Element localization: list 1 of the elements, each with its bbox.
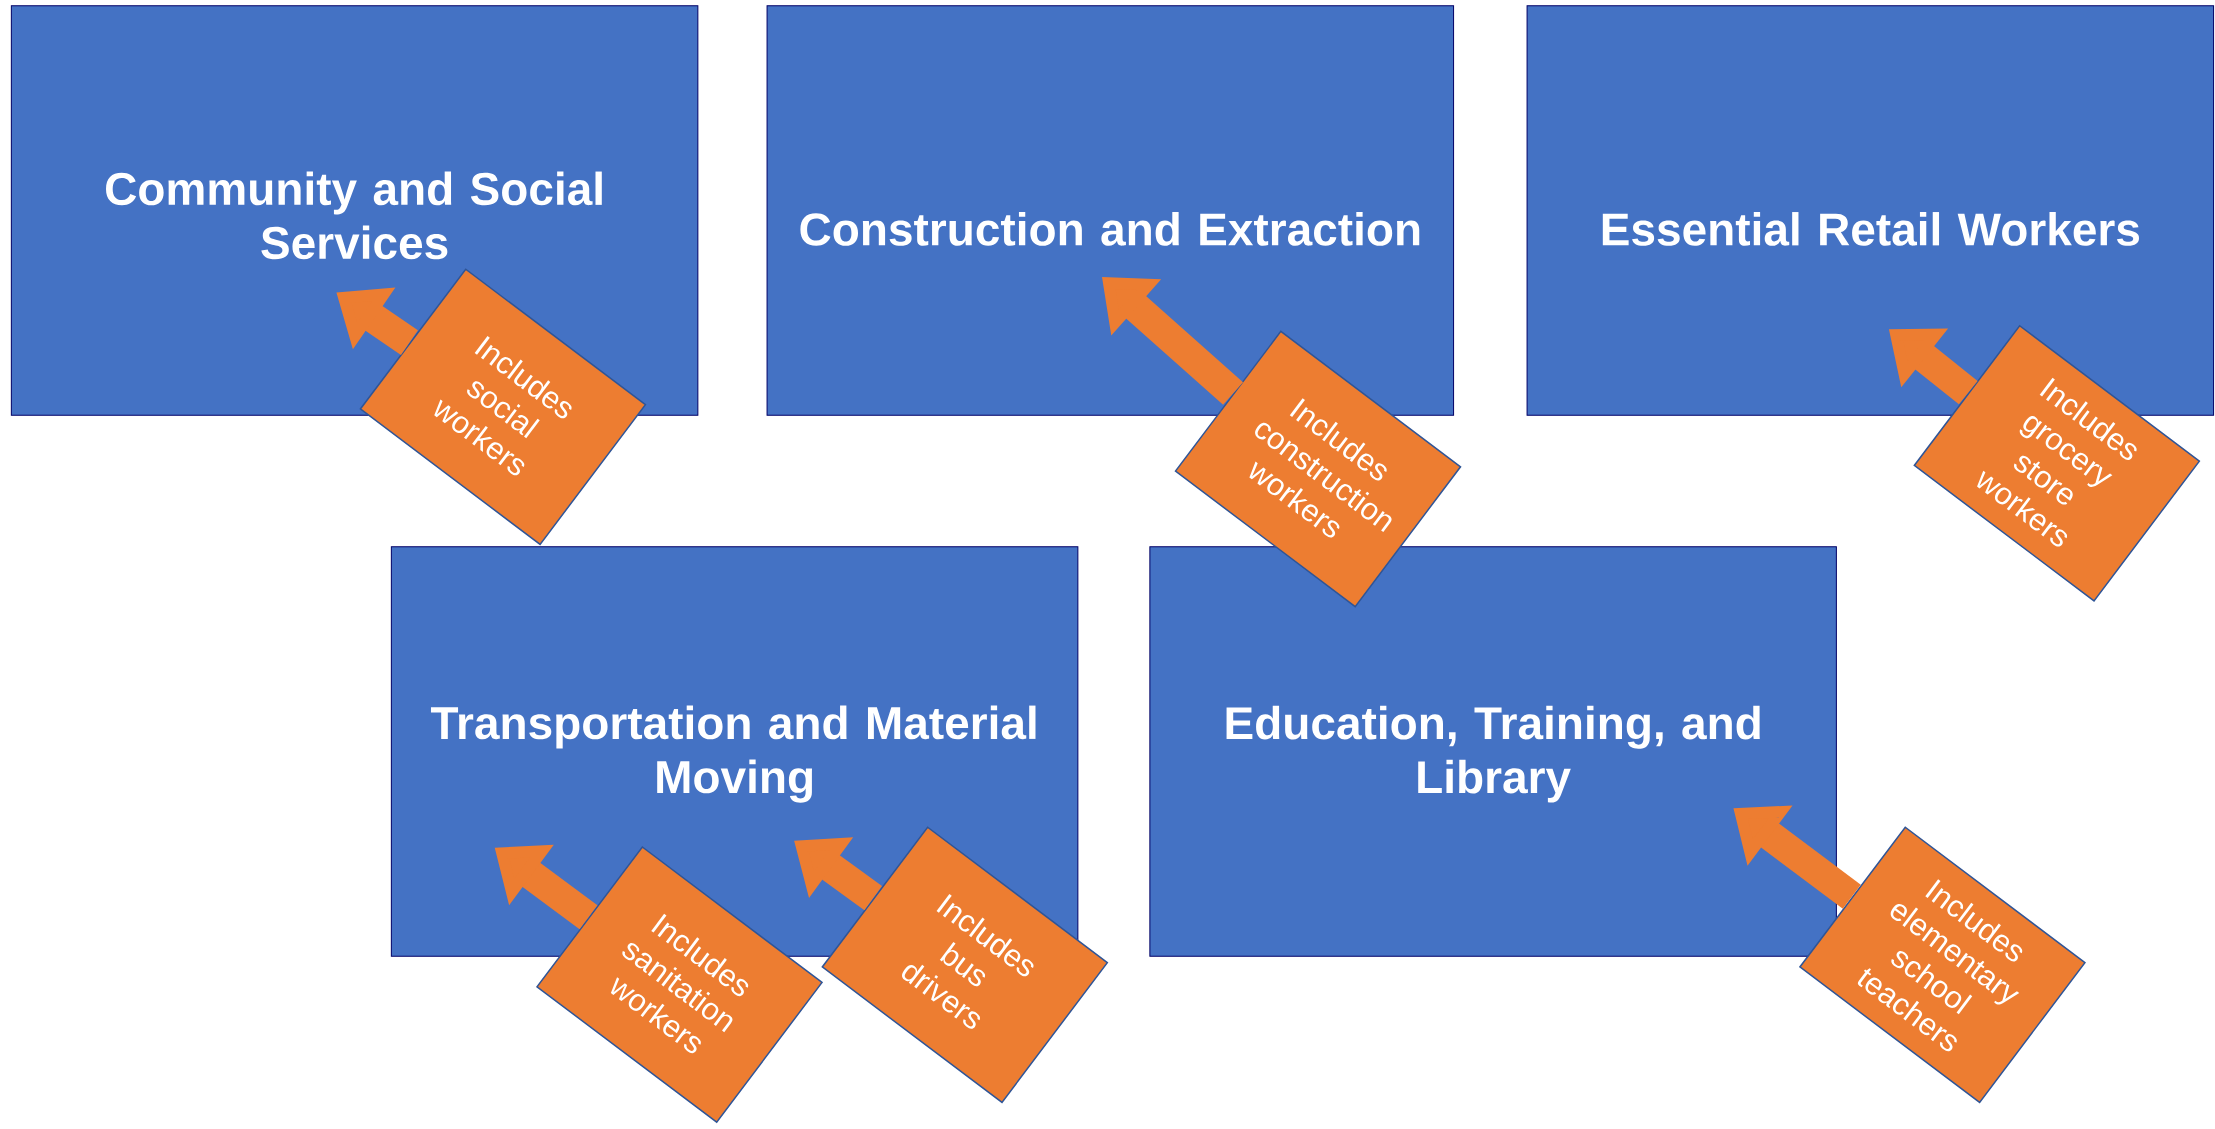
category-box: Education, Training, and Library bbox=[1149, 546, 1837, 957]
